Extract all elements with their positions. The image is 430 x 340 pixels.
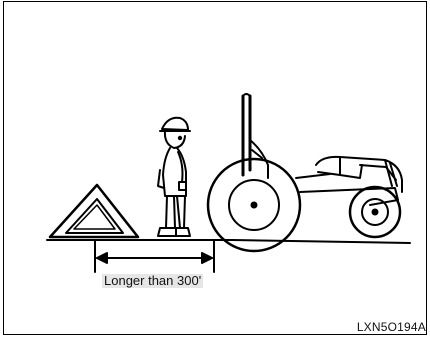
dimension-arrow-icon (95, 240, 214, 272)
tractor-icon (208, 94, 402, 251)
figure-code: LXN5O194A (357, 320, 426, 334)
distance-label: Longer than 300' (102, 274, 203, 288)
warning-triangle-icon (50, 185, 138, 237)
worker-icon (158, 118, 190, 236)
